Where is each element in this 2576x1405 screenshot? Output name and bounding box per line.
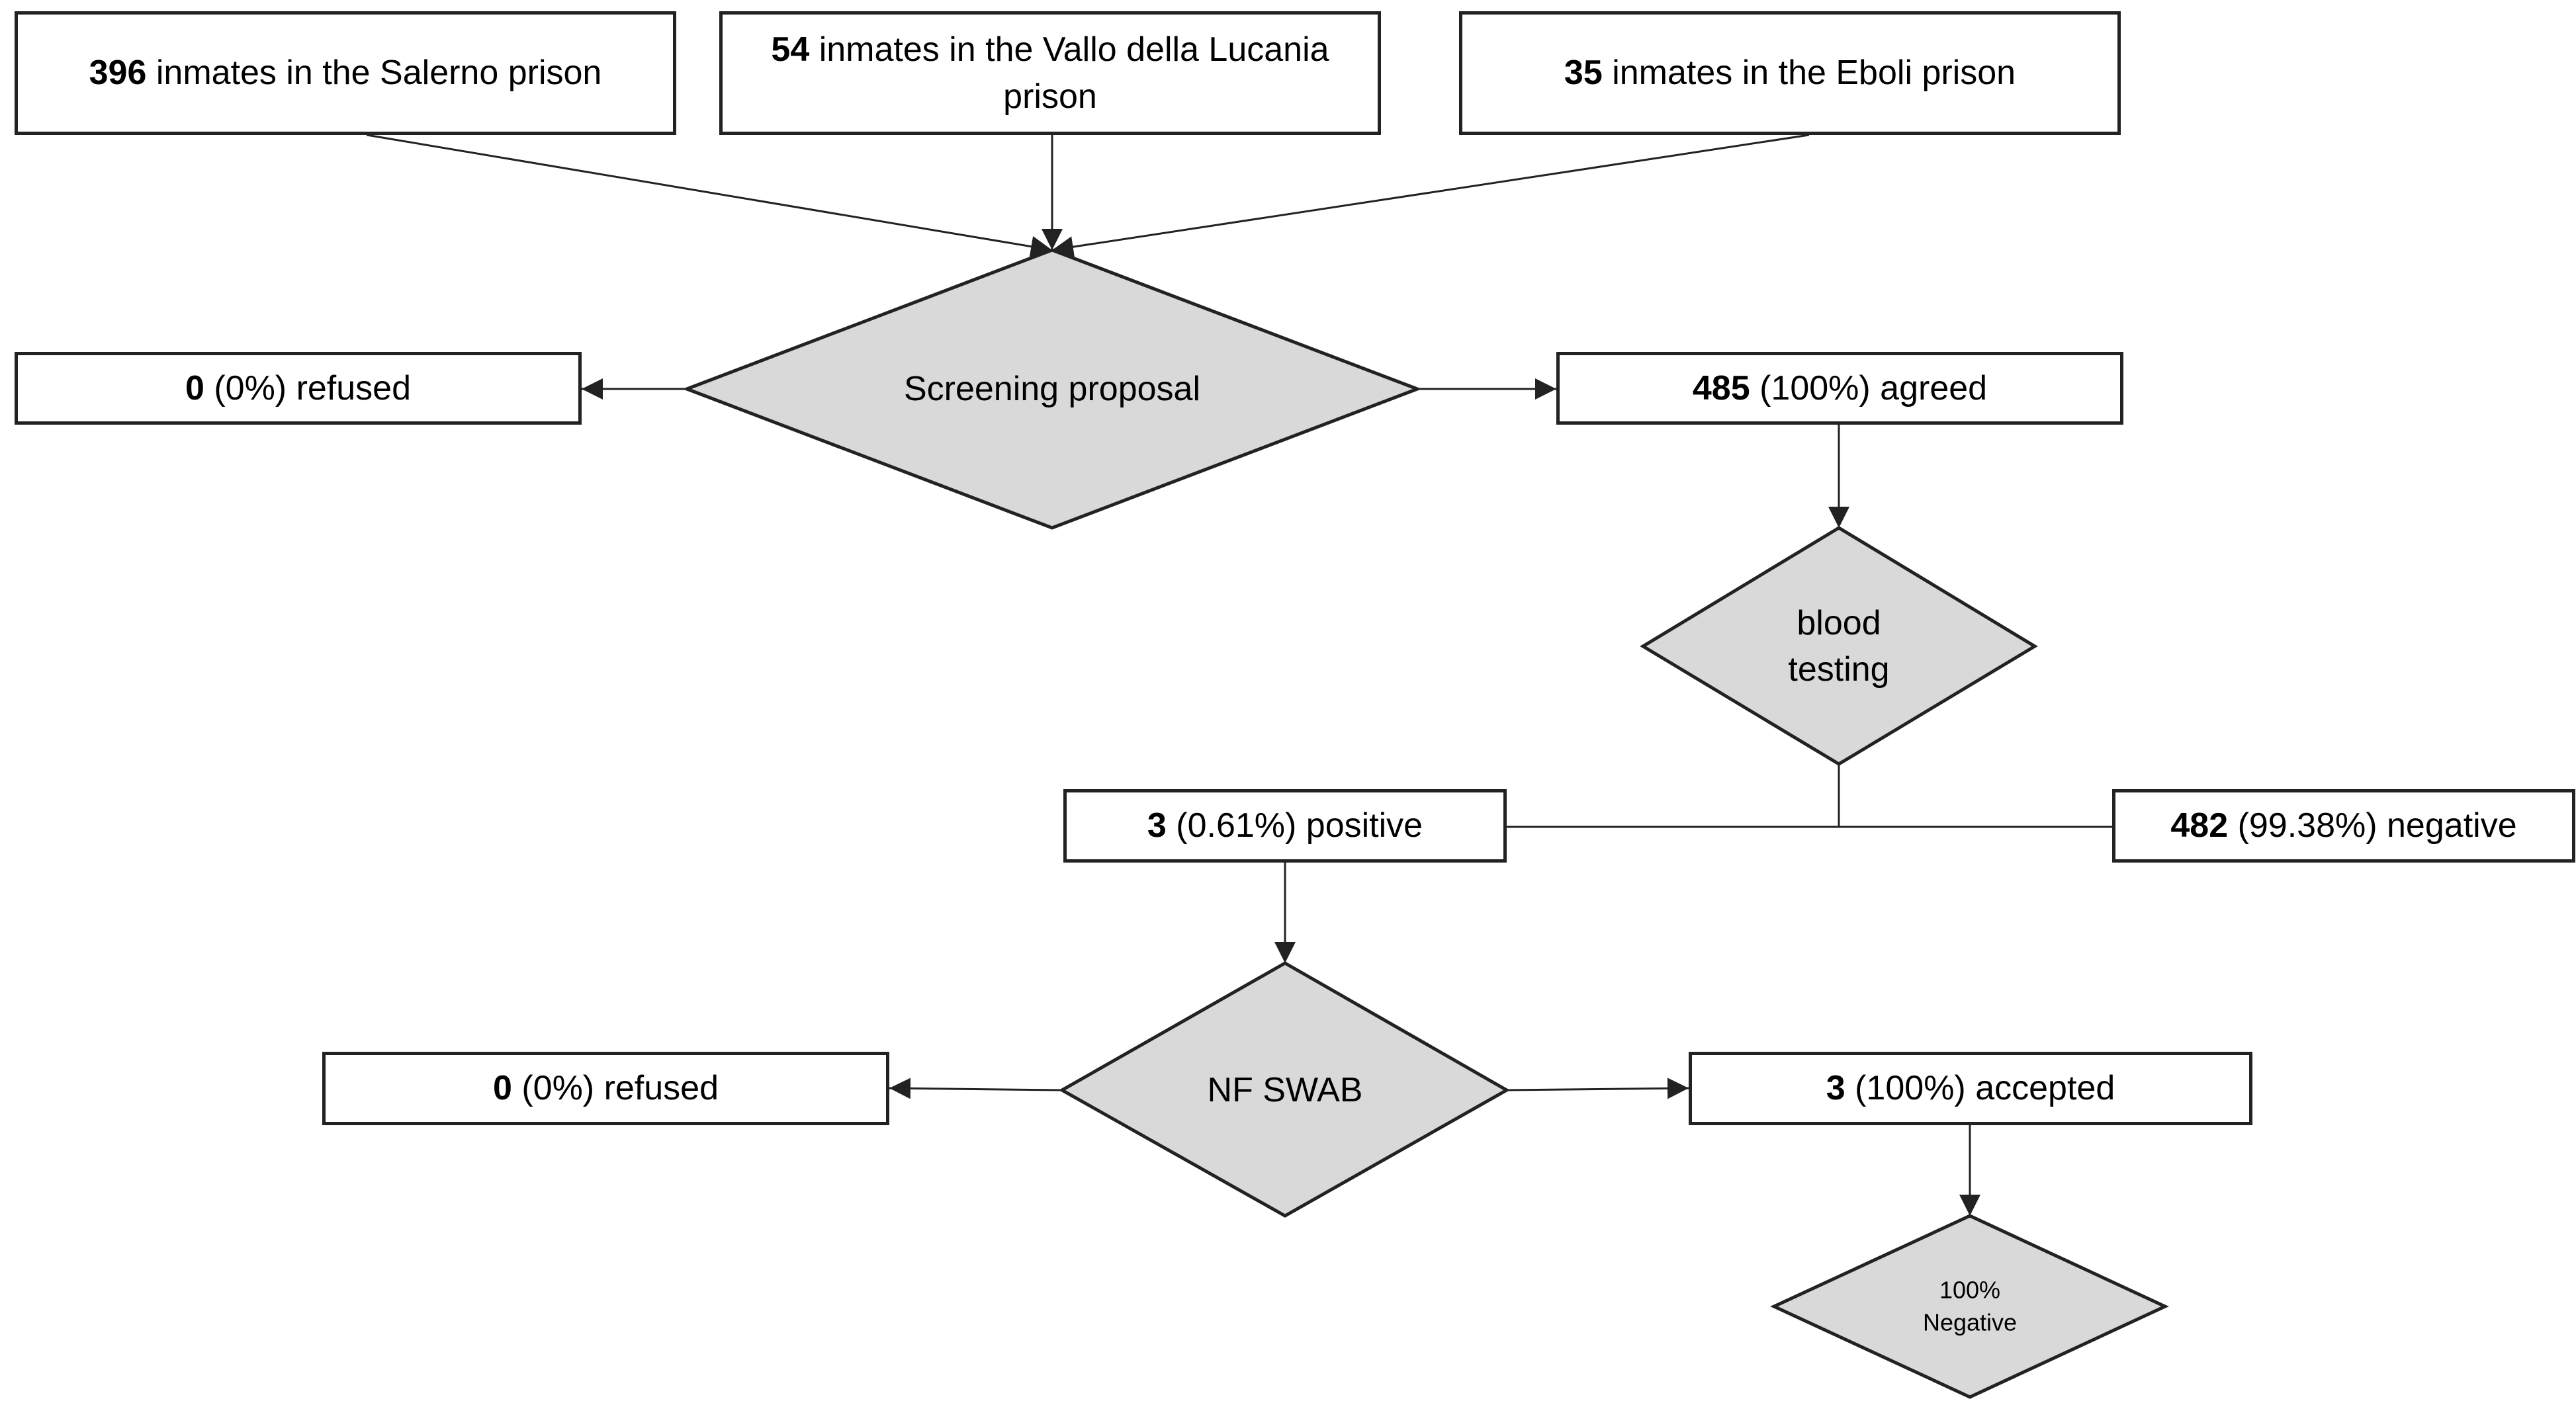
blood-testing-line1: blood	[1797, 603, 1881, 642]
blood-positive-text: (0.61%) positive	[1166, 806, 1423, 845]
screening-label: Screening proposal	[821, 366, 1284, 412]
swab-accepted-text: (100%) accepted	[1845, 1069, 2115, 1108]
blood-positive-box: 3 (0.61%) positive	[1063, 789, 1507, 863]
connector-swab-to-accepted	[1506, 1078, 1689, 1099]
swab-refused-count: 0	[492, 1069, 512, 1108]
blood-testing-label: blood testing	[1707, 600, 1971, 693]
nf-swab-diamond	[1058, 961, 1511, 1218]
result-line1: 100%	[1939, 1276, 2001, 1304]
screening-refused-text: (0%) refused	[204, 368, 412, 407]
salerno-count: 396	[89, 54, 147, 93]
connector-swab-to-refused	[889, 1078, 1063, 1099]
nf-swab-label: NF SWAB	[1120, 1067, 1450, 1113]
screening-label-text: Screening proposal	[903, 369, 1201, 408]
vallo-count: 54	[771, 30, 810, 69]
swab-refused-box: 0 (0%) refused	[322, 1052, 889, 1125]
screening-refused-count: 0	[185, 368, 204, 407]
eboli-count: 35	[1564, 54, 1603, 93]
blood-negative-box: 482 (99.38%) negative	[2112, 789, 2575, 863]
connector-eboli-to-screening	[1051, 134, 1810, 258]
salerno-text: inmates in the Salerno prison	[146, 54, 602, 93]
result-diamond	[1770, 1214, 2169, 1399]
screening-refused-box: 0 (0%) refused	[15, 352, 582, 425]
blood-negative-text: (99.38%) negative	[2228, 806, 2517, 845]
nf-swab-label-text: NF SWAB	[1207, 1070, 1363, 1109]
screening-agreed-text: (100%) agreed	[1750, 368, 1988, 407]
swab-accepted-count: 3	[1826, 1069, 1845, 1108]
blood-positive-count: 3	[1147, 806, 1167, 845]
vallo-prison-box: 54 inmates in the Vallo della Lucania pr…	[719, 11, 1381, 135]
screening-agreed-box: 485 (100%) agreed	[1556, 352, 2123, 425]
blood-testing-line2: testing	[1788, 650, 1890, 689]
result-line2: Negative	[1922, 1308, 2018, 1336]
screening-diamond	[682, 248, 1423, 530]
connector-salerno-to-screening	[366, 134, 1053, 257]
blood-negative-count: 482	[2170, 806, 2229, 845]
swab-refused-text: (0%) refused	[511, 1069, 719, 1108]
eboli-prison-box: 35 inmates in the Eboli prison	[1459, 11, 2121, 135]
screening-agreed-count: 485	[1692, 368, 1750, 407]
result-label: 100% Negative	[1871, 1274, 2069, 1338]
salerno-prison-box: 396 inmates in the Salerno prison	[15, 11, 676, 135]
eboli-text: inmates in the Eboli prison	[1602, 54, 2016, 93]
vallo-text: inmates in the Vallo della Lucania priso…	[809, 30, 1329, 116]
swab-accepted-box: 3 (100%) accepted	[1689, 1052, 2252, 1125]
